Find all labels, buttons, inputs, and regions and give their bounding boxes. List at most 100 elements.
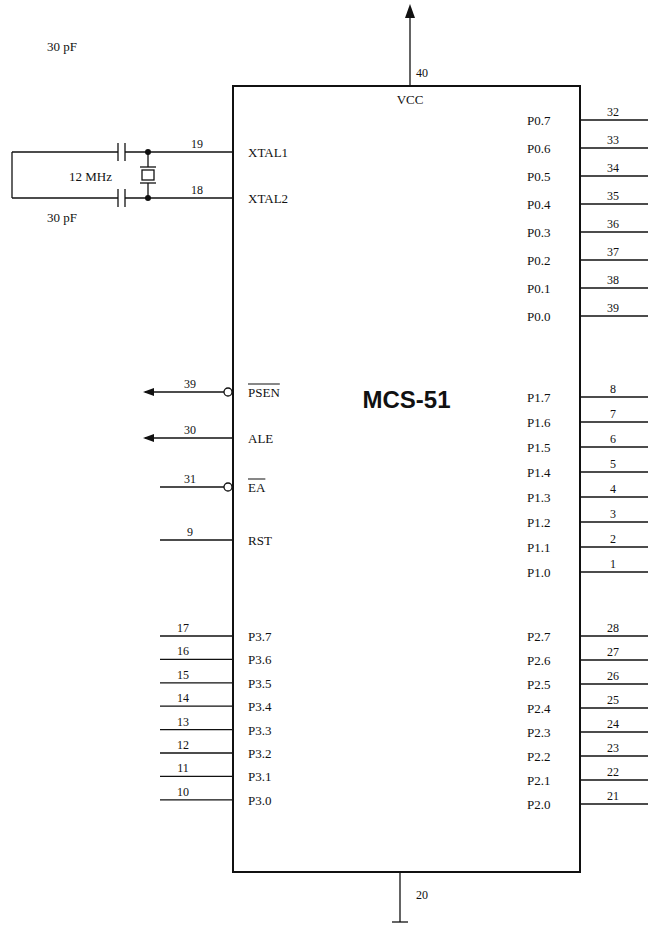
pin-number: 33 — [607, 134, 619, 146]
pin-number: 7 — [610, 408, 616, 420]
pin-wire — [160, 706, 232, 707]
crystal-plate — [140, 166, 156, 167]
pin-name: P3.6 — [248, 653, 271, 666]
pin-number: 15 — [177, 669, 189, 681]
pin-name: P1.5 — [527, 441, 550, 454]
pin-wire — [581, 496, 648, 497]
arrow-head — [143, 434, 154, 442]
pin-number: 20 — [416, 889, 428, 901]
pin-number: 28 — [607, 622, 619, 634]
pin-number: 3 — [610, 508, 616, 520]
pin-name: P3.7 — [248, 630, 271, 643]
pin-wire — [581, 571, 648, 572]
pin-name: P3.1 — [248, 770, 271, 783]
pin-wire — [160, 799, 232, 800]
pin-wire — [160, 729, 232, 730]
pin-wire — [160, 539, 232, 540]
pin-wire — [581, 259, 648, 260]
pin-wire — [581, 203, 648, 204]
pin-number: 9 — [187, 526, 193, 538]
pin-name: P3.2 — [248, 747, 271, 760]
pin-name: P1.0 — [527, 566, 550, 579]
pin-number: 11 — [177, 762, 189, 774]
pin-number: 10 — [177, 786, 189, 798]
pin-name: P3.3 — [248, 723, 271, 736]
pin-number: 13 — [177, 716, 189, 728]
pin-wire — [581, 546, 648, 547]
pin-name: P2.5 — [527, 678, 550, 691]
inversion-bubble — [224, 483, 232, 491]
chip-name: MCS-51 — [362, 386, 450, 414]
pin-wire — [581, 421, 648, 422]
pin-name: P0.6 — [527, 142, 550, 155]
pin-number: 18 — [191, 184, 203, 196]
pin-wire — [581, 147, 648, 148]
pin-wire — [145, 391, 224, 392]
pin-number: 12 — [177, 739, 189, 751]
ground-bar — [392, 921, 408, 922]
pin-wire — [160, 776, 232, 777]
capacitor-plate — [117, 143, 118, 161]
pin-number: 30 — [184, 424, 196, 436]
pin-number: 8 — [610, 383, 616, 395]
pin-name: RST — [248, 534, 272, 547]
pin-number: 39 — [607, 302, 619, 314]
pin-wire — [165, 197, 232, 198]
pin-number: 5 — [610, 458, 616, 470]
pin-number: 26 — [607, 670, 619, 682]
pin-name: P1.3 — [527, 491, 550, 504]
pin-name: P0.0 — [527, 310, 550, 323]
pin-name: P0.4 — [527, 198, 550, 211]
pin-wire — [581, 683, 648, 684]
pin-number: 27 — [607, 646, 619, 658]
pin-name: P0.7 — [527, 114, 550, 127]
pin-name: P1.6 — [527, 416, 550, 429]
capacitor-plate — [117, 189, 118, 207]
pin-number: 2 — [610, 533, 616, 545]
pin-number: 4 — [610, 483, 616, 495]
wire — [12, 151, 118, 152]
pin-wire — [160, 682, 232, 683]
pin-number: 40 — [416, 67, 428, 79]
pin-name: P2.2 — [527, 750, 550, 763]
pin-number: 32 — [607, 106, 619, 118]
pin-name: P0.5 — [527, 170, 550, 183]
pin-name: P1.7 — [527, 391, 550, 404]
pin-name: 30 pF — [47, 40, 77, 53]
arrow-head — [405, 4, 415, 18]
pin-wire — [581, 521, 648, 522]
pin-wire — [160, 635, 232, 636]
inversion-bubble — [224, 388, 232, 396]
pin-number: 21 — [607, 790, 619, 802]
arrow-head — [143, 388, 154, 396]
pin-number: 14 — [177, 692, 189, 704]
vcc-wire — [409, 16, 410, 85]
pin-name: P1.1 — [527, 541, 550, 554]
pin-wire — [581, 446, 648, 447]
pin-wire — [581, 175, 648, 176]
pin-name: P3.5 — [248, 676, 271, 689]
pin-number: 16 — [177, 645, 189, 657]
pin-wire — [145, 437, 232, 438]
pin-number: 22 — [607, 766, 619, 778]
wire — [11, 152, 12, 198]
pin-number: 31 — [184, 473, 196, 485]
pin-wire — [581, 659, 648, 660]
pin-number: 38 — [607, 274, 619, 286]
pin-name: XTAL2 — [248, 192, 288, 205]
pin-name: P0.3 — [527, 226, 550, 239]
pin-wire — [165, 151, 232, 152]
pin-number: 24 — [607, 718, 619, 730]
pin-name: 30 pF — [47, 211, 77, 224]
pin-name: P1.4 — [527, 466, 550, 479]
pin-wire — [581, 803, 648, 804]
pin-name: P2.7 — [527, 630, 550, 643]
pin-number: 6 — [610, 433, 616, 445]
pin-number: 37 — [607, 246, 619, 258]
pin-wire — [160, 752, 232, 753]
pin-wire — [581, 231, 648, 232]
pin-name: EA — [248, 481, 265, 494]
pin-name: P2.1 — [527, 774, 550, 787]
pin-name: P3.0 — [248, 793, 271, 806]
